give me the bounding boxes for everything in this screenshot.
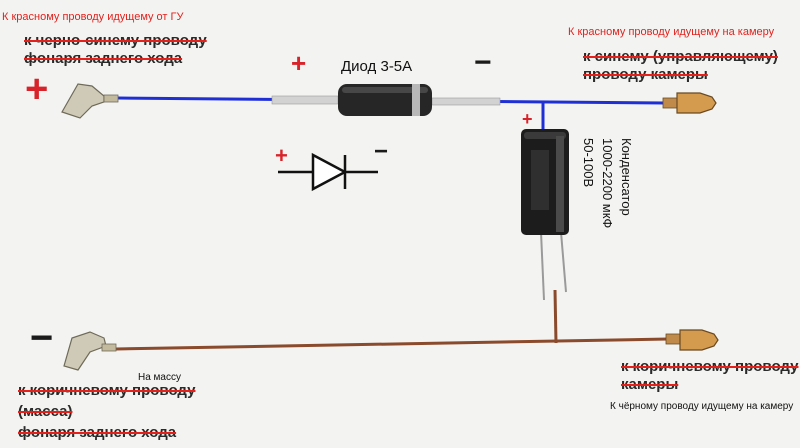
diode-label: Диод 3-5А — [341, 58, 413, 75]
top-right-terminal — [662, 92, 717, 114]
capacitor-label-name: Конденсатор — [619, 138, 634, 216]
symbol-plus-sign: + — [275, 143, 288, 168]
bottom-right-strike-line-1: к коричневому проводу — [621, 358, 799, 375]
top-right-strike-line-1: к синему (управляющему) — [583, 48, 778, 65]
bottom-left-terminal — [63, 331, 117, 371]
capacitor-label-capacity: 1000-2200 мкФ — [600, 138, 615, 229]
bottom-left-strike-line-3: фонаря заднего хода — [18, 424, 177, 441]
diode-symbol — [278, 152, 378, 192]
bottom-left-minus-sign: − — [30, 316, 54, 360]
symbol-minus-sign: − — [374, 138, 389, 165]
diode-component — [271, 84, 501, 116]
diode-cathode-minus-sign: − — [474, 46, 492, 79]
capacitor-label: Конденсатор 1000-2200 мкФ 50-100В — [574, 138, 636, 256]
capacitor-plus-sign: + — [522, 109, 533, 129]
top-left-strike-line-1: к черно-синему проводу — [24, 32, 207, 49]
bottom-left-strike-line-1: к коричневому проводу — [18, 382, 196, 399]
bottom-right-strike-line-2: камеры — [621, 376, 679, 393]
top-right-red-note: К красному проводу идущему на камеру — [568, 26, 775, 38]
bottom-right-black-note: К чёрному проводу идущему на камеру — [610, 401, 794, 412]
ground-wire — [115, 337, 669, 351]
top-left-strike-line-2: фонаря заднего хода — [24, 50, 183, 67]
bottom-right-terminal — [665, 329, 719, 351]
top-left-terminal — [61, 83, 119, 119]
capacitor-component — [521, 129, 569, 301]
top-right-strike-line-2: проводу камеры — [583, 66, 708, 83]
bottom-left-strike-line-2: (масса) — [18, 403, 73, 420]
diode-anode-plus-sign: + — [291, 48, 307, 78]
top-left-plus-sign: + — [25, 67, 49, 111]
ground-label: На массу — [138, 372, 181, 383]
top-left-red-note: К красному проводу идущему от ГУ — [2, 11, 184, 23]
capacitor-label-voltage: 50-100В — [581, 138, 596, 188]
capacitor-ground-lead — [553, 289, 558, 344]
